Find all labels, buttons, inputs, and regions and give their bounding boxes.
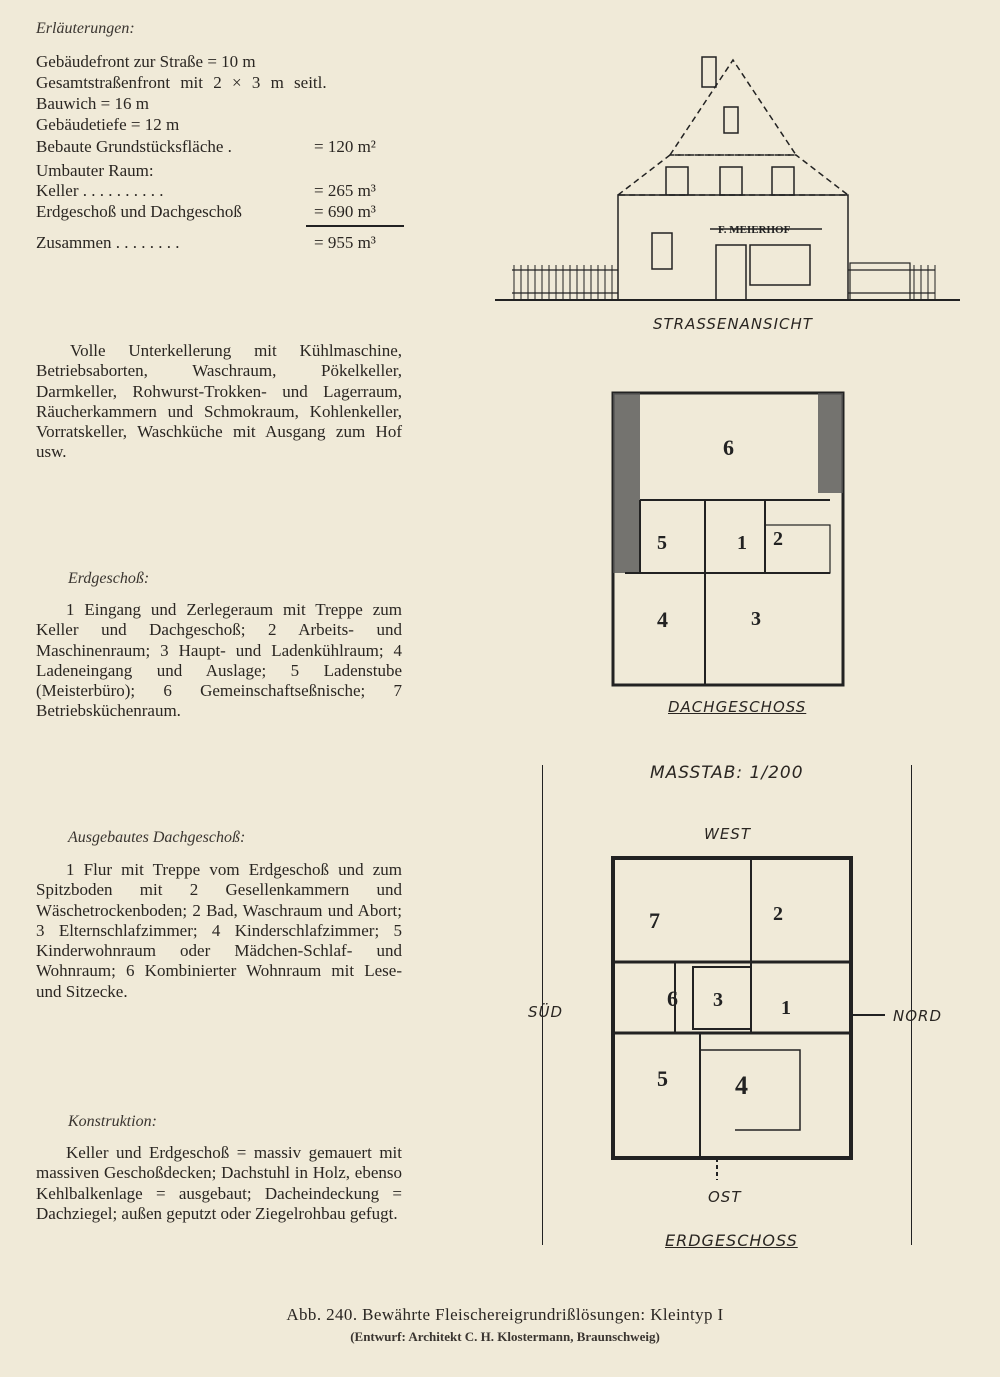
ground-room-5: 5 [657,1066,668,1091]
facade-label: STRASSENANSICHT [653,315,813,333]
attic-room-1: 1 [737,532,747,554]
fence-right [848,262,935,301]
row-label: Bebaute Grundstücksfläche . [36,137,232,156]
table-row: Keller . . . . . . . . . . = 265 m³ [36,181,404,202]
street-facade-drawing: F. MEIERHOF [495,56,960,301]
ground-room-3: 3 [713,989,723,1011]
fence-left [512,269,618,294]
figure-credit: (Entwurf: Architekt C. H. Klostermann, B… [350,1329,660,1344]
ground-room-4: 4 [735,1071,748,1100]
attic-label: DACHGESCHOSS [668,698,807,716]
depth-line: Gebäudetiefe = 12 m [36,115,180,134]
ground-floor-label: ERDGESCHOSS [665,1231,798,1250]
ground-room-2: 2 [773,903,783,925]
attic-room-2: 2 [773,528,783,550]
row-value [314,161,404,182]
attic-room-3: 3 [751,608,761,630]
site-boundary-left [542,765,543,1245]
shop-sign: F. MEIERHOF [718,224,791,236]
row-value: = 955 m³ [314,233,376,252]
table-row: Umbauter Raum: [36,161,404,182]
row-value: = 690 m³ [306,202,404,227]
row-label: Zusammen . . . . . . . . [36,233,180,252]
basement-text: Volle Unterkellerung mit Kühlmaschine, B… [36,341,402,462]
west-label: WEST [704,825,751,843]
south-label: SÜD [528,1003,564,1021]
volume-table: Bebaute Grundstücksfläche . = 120 m² Umba… [36,137,404,254]
table-row: Bebaute Grundstücksfläche . = 120 m² [36,137,404,158]
row-value: = 265 m³ [314,181,376,200]
attic-room-5: 5 [657,532,667,554]
attic-room-4: 4 [657,607,668,632]
ground-room-7: 7 [649,908,660,933]
total-front-line: Gesamtstraßenfront mit 2 × 3 m seitl. [36,73,327,92]
attic-text: 1 Flur mit Treppe vom Erdgeschoß und zum… [36,860,402,1001]
bauwich-line: Bauwich = 16 m [36,94,149,113]
site-boundary-right [911,765,912,1245]
explanations-lines: Gebäudefront zur Straße = 10 m Gesamtstr… [36,51,404,135]
ground-floor-plan: 7 2 6 3 1 5 4 [611,856,885,1180]
figure-caption: Abb. 240. Bewährte Fleischereigrundrißlö… [286,1305,724,1324]
construction-heading: Konstruktion: [68,1113,157,1130]
ground-floor-text: 1 Eingang und Zerlegeraum mit Treppe zum… [36,600,402,721]
table-row: Erdgeschoß und Dachgeschoß = 690 m³ [36,201,404,227]
north-label: NORD [893,1007,942,1025]
ground-room-6: 6 [667,986,678,1011]
row-value: = 120 m² [314,137,376,156]
attic-room-6: 6 [723,435,734,460]
east-label: OST [708,1188,742,1206]
construction-text: Keller und Erdgeschoß = massiv gemauert … [36,1143,402,1223]
row-label: Erdgeschoß und Dachgeschoß [36,201,242,221]
front-line: Gebäudefront zur Straße = 10 m [36,52,256,71]
attic-floor-plan: 6 5 1 2 4 3 [611,391,845,687]
scale-label: MASSTAB: 1/200 [650,763,804,783]
attic-heading: Ausgebautes Dachgeschoß: [68,829,246,846]
row-label: Umbauter Raum: [36,160,154,180]
explanations-heading: Erläuterungen: [36,20,135,37]
ground-floor-heading: Erdgeschoß: [68,570,150,587]
ground-room-1: 1 [781,997,791,1019]
row-label: Keller . . . . . . . . . . [36,181,164,200]
table-row: Zusammen . . . . . . . . = 955 m³ [36,233,404,254]
